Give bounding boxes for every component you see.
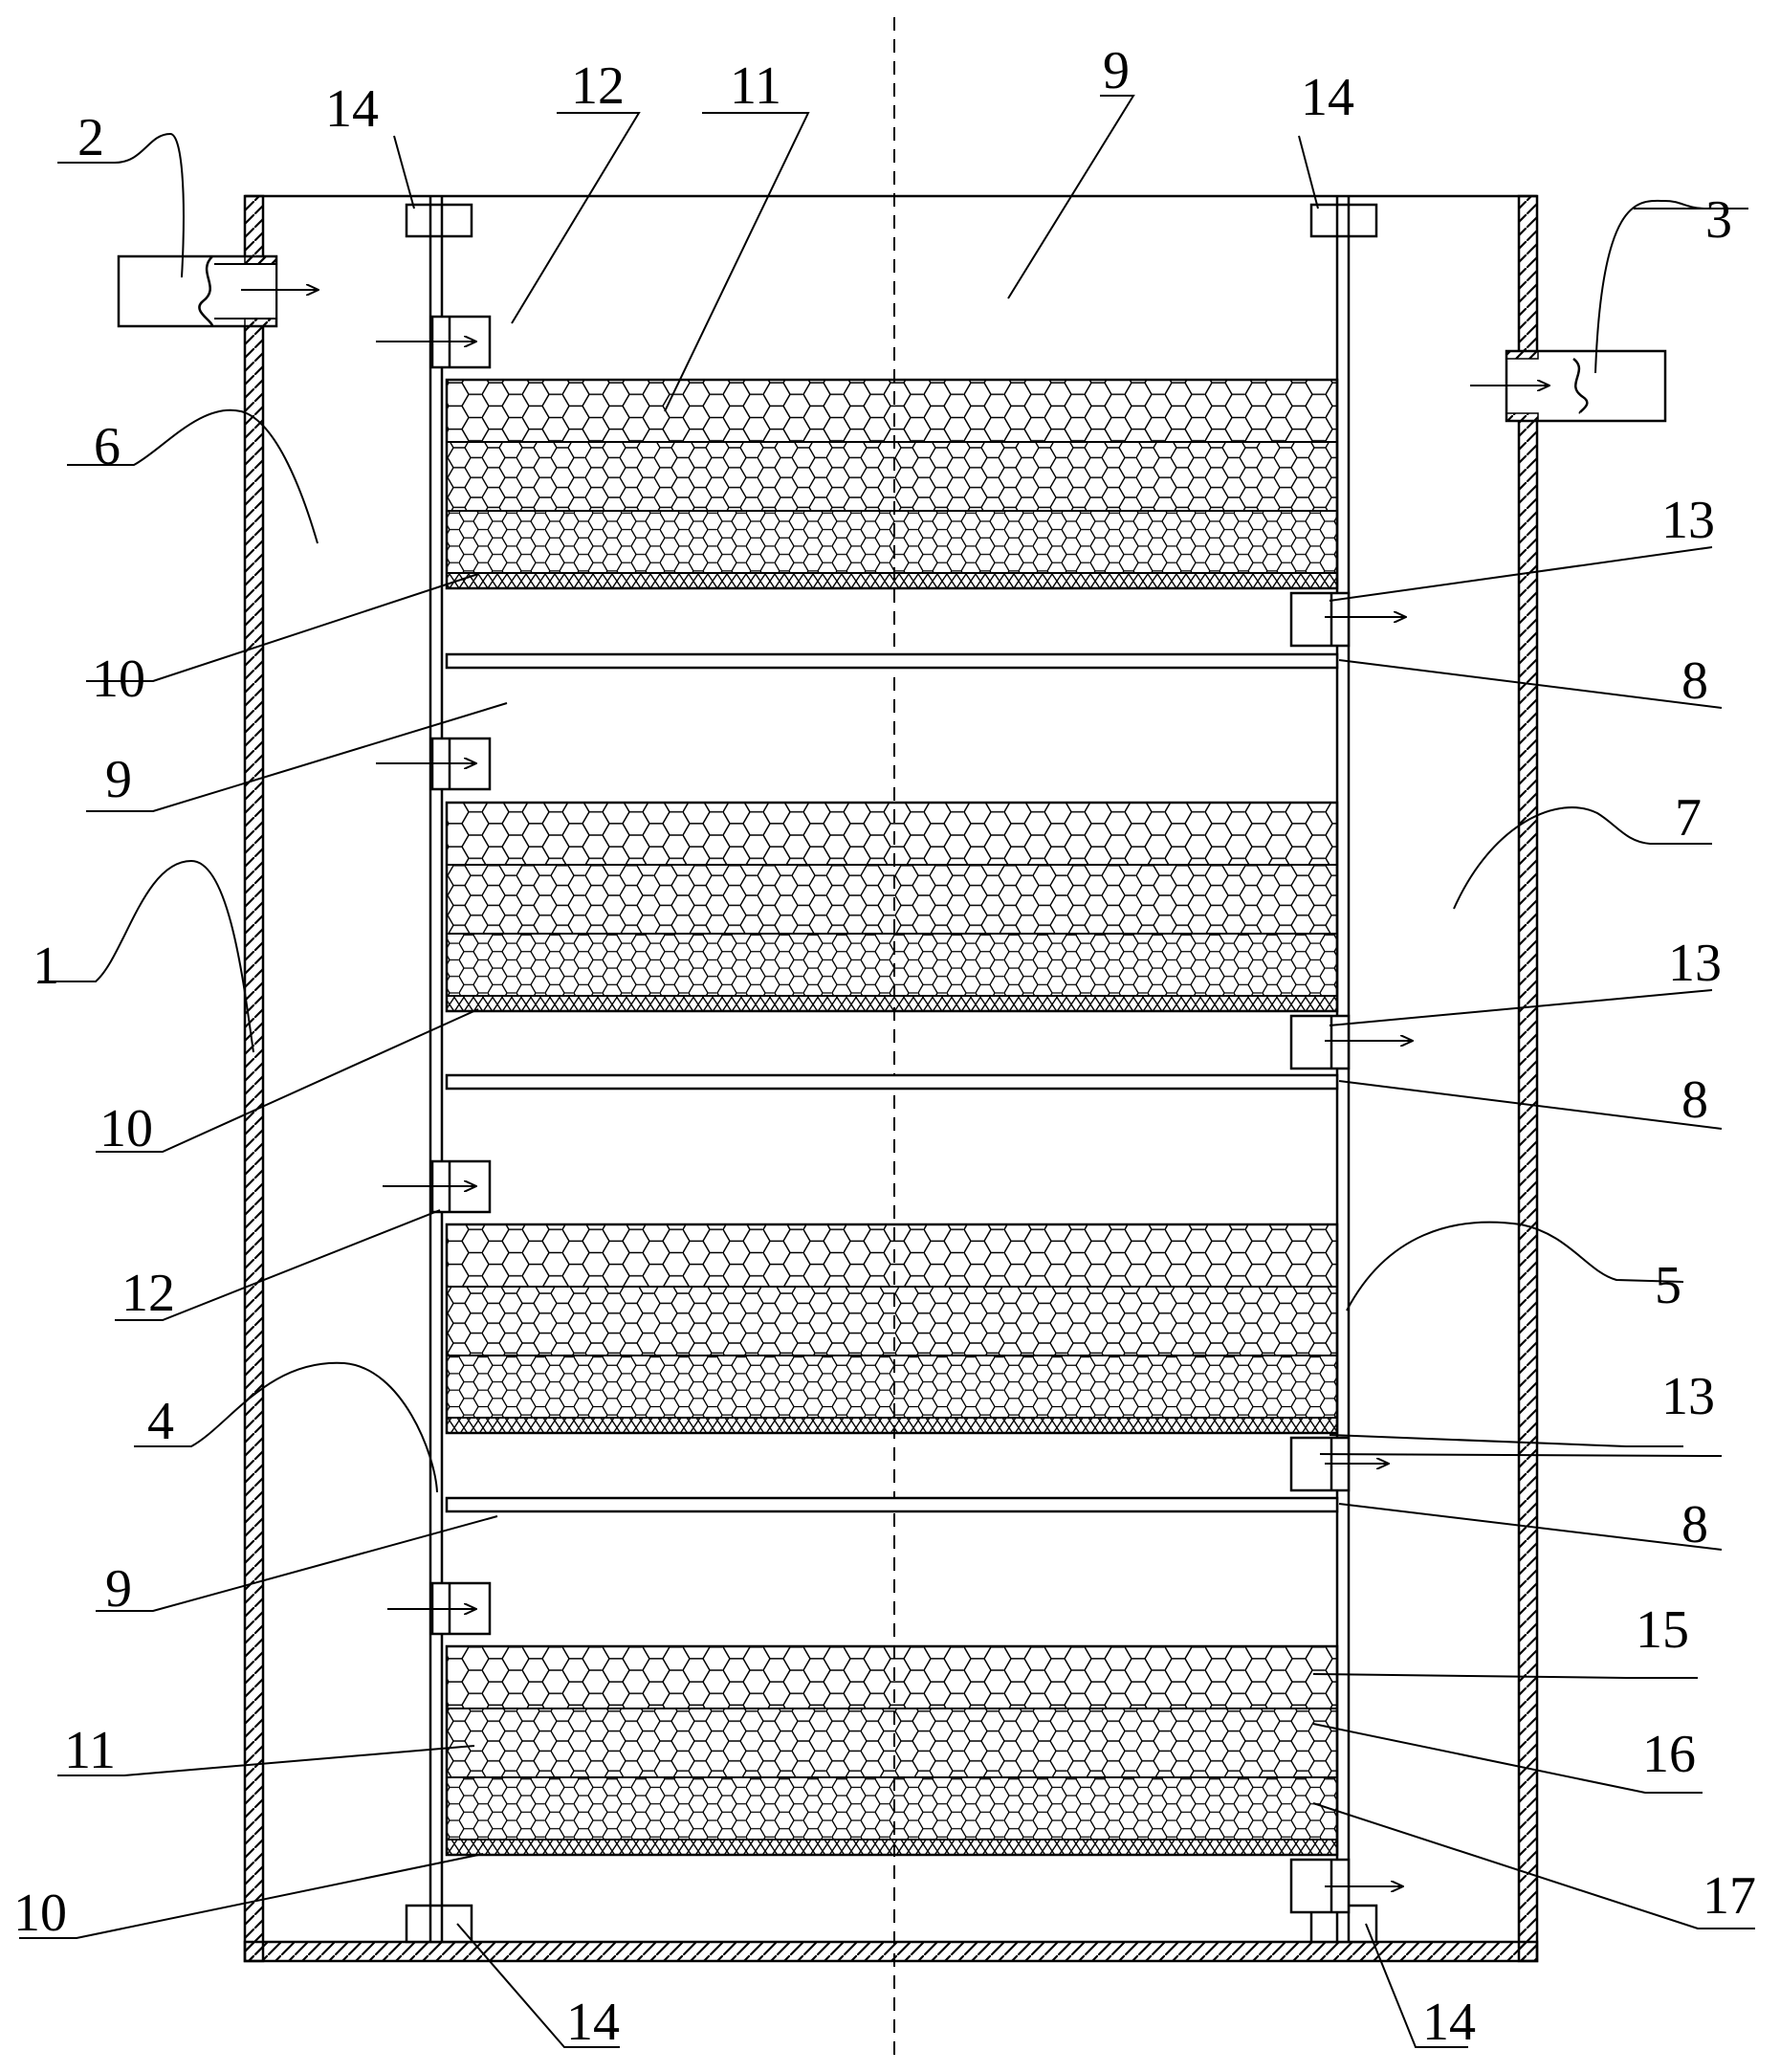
leader-lines bbox=[19, 95, 1755, 2048]
label-9-lower: 9 bbox=[105, 1559, 132, 1619]
label-10-lower: 10 bbox=[13, 1884, 67, 1943]
label-1: 1 bbox=[33, 937, 59, 996]
label-14-bottom-left: 14 bbox=[566, 1993, 620, 2052]
partition-plates bbox=[445, 652, 1339, 1513]
label-14-bottom-right: 14 bbox=[1422, 1993, 1476, 2052]
label-11-bottom: 11 bbox=[64, 1721, 116, 1780]
label-4: 4 bbox=[147, 1392, 174, 1451]
packed-bed-4 bbox=[445, 1644, 1339, 1857]
label-17: 17 bbox=[1703, 1866, 1756, 1926]
packed-bed-1 bbox=[445, 378, 1339, 590]
inner-wall-left bbox=[429, 196, 444, 1942]
outlet-pipe bbox=[1470, 349, 1667, 423]
label-12-middle: 12 bbox=[121, 1264, 175, 1323]
outer-vessel bbox=[243, 194, 1539, 1963]
label-2: 2 bbox=[77, 108, 104, 167]
label-8-upper: 8 bbox=[1681, 651, 1708, 711]
label-5: 5 bbox=[1655, 1256, 1681, 1315]
inlet-pipe bbox=[117, 254, 319, 328]
outlet-nozzles bbox=[1289, 591, 1413, 1914]
label-13-middle: 13 bbox=[1668, 934, 1722, 993]
label-3: 3 bbox=[1705, 190, 1732, 250]
label-8-lower: 8 bbox=[1681, 1495, 1708, 1554]
label-13-upper: 13 bbox=[1661, 491, 1715, 550]
label-14-top-right: 14 bbox=[1301, 68, 1354, 127]
label-11-top: 11 bbox=[730, 56, 781, 116]
label-15: 15 bbox=[1636, 1600, 1689, 1660]
inlet-nozzles bbox=[376, 315, 492, 1636]
packed-bed-2 bbox=[445, 801, 1339, 1013]
label-9-top: 9 bbox=[1103, 41, 1130, 100]
label-7: 7 bbox=[1675, 788, 1702, 848]
label-10-upper: 10 bbox=[92, 650, 145, 709]
label-12-top: 12 bbox=[571, 56, 625, 116]
label-16: 16 bbox=[1642, 1725, 1696, 1784]
label-14-top-left: 14 bbox=[325, 79, 379, 139]
callout-labels: 1 2 3 4 5 6 7 8 8 8 9 9 9 10 10 10 11 11… bbox=[13, 41, 1756, 2052]
label-8-middle: 8 bbox=[1681, 1070, 1708, 1130]
label-6: 6 bbox=[94, 417, 121, 476]
packed-bed-3 bbox=[445, 1223, 1339, 1435]
label-13-lower: 13 bbox=[1661, 1367, 1715, 1426]
label-9-upper: 9 bbox=[105, 750, 132, 809]
label-10-middle: 10 bbox=[99, 1099, 153, 1158]
